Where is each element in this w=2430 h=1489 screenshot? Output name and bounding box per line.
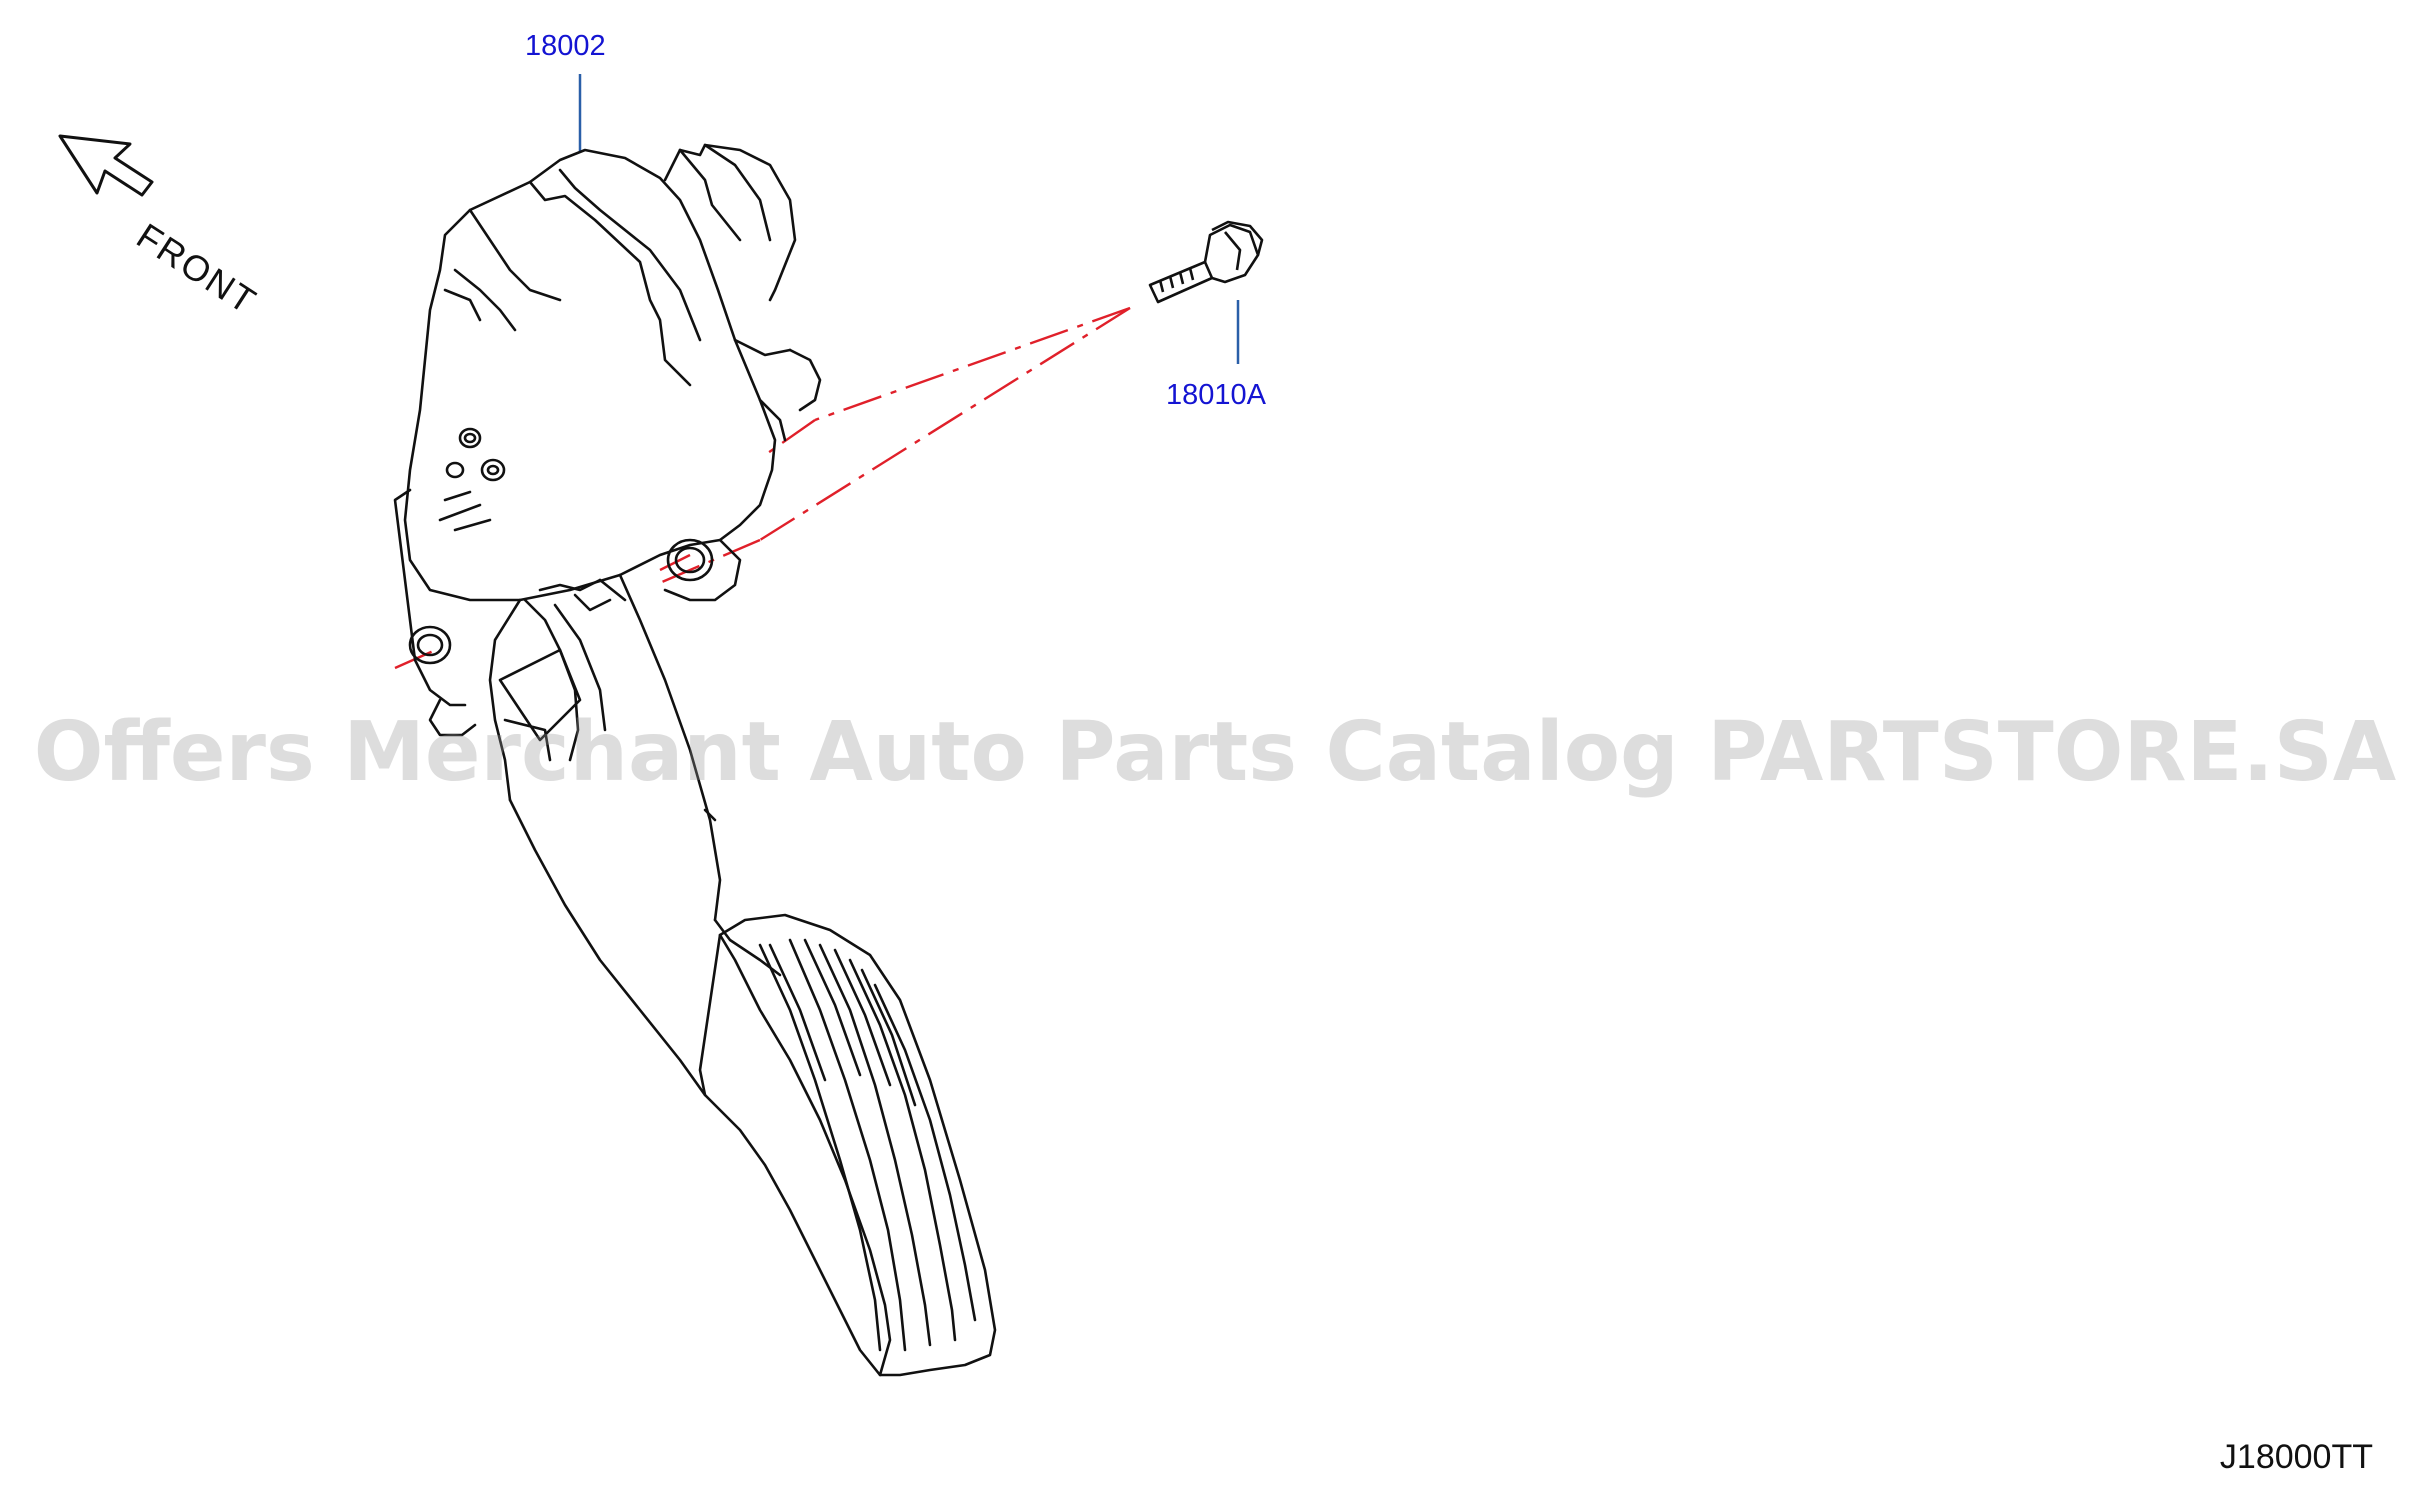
- bolt-axis-lines: [394, 306, 1131, 670]
- accelerator-pedal-assembly: [393, 143, 997, 1377]
- diagram-code: J18000TT: [2219, 1438, 2373, 1476]
- part-number-18010a-link[interactable]: 18010A: [1166, 379, 1266, 411]
- part-number-18002-link[interactable]: 18002: [525, 30, 606, 62]
- front-arrow-icon: [58, 134, 154, 197]
- bolt-18010a-icon: [1148, 220, 1264, 304]
